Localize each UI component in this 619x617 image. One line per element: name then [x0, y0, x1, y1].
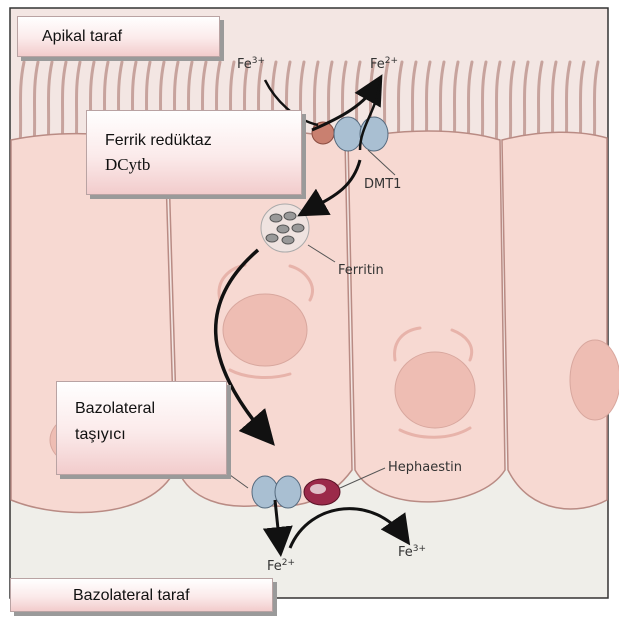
basolateral-transporter-line1: Bazolateral [75, 396, 226, 422]
nucleus-center [223, 294, 307, 366]
cell-right [502, 132, 607, 509]
basolateral-side-text: Bazolateral taraf [73, 587, 190, 604]
nucleus-far-right [570, 340, 619, 420]
ferric-reductase-callout: Ferrik redüktaz DCytb [86, 110, 302, 195]
basolateral-side-callout: Bazolateral taraf [10, 578, 273, 612]
nucleus-right [395, 352, 475, 428]
ferritin-label: Ferritin [338, 263, 384, 278]
apical-side-callout: Apikal taraf [17, 16, 220, 57]
dmt1-left-lobe [334, 117, 362, 151]
ferroportin-right-lobe [275, 476, 301, 508]
basolateral-transporter-callout: Bazolateral taşıyıcı [56, 381, 227, 475]
dmt1-right-lobe [360, 117, 388, 151]
dcytb-text: DCytb [105, 153, 301, 177]
hephaestin-label: Hephaestin [388, 460, 462, 475]
apical-side-text: Apikal taraf [42, 28, 122, 45]
basolateral-transporter-line2: taşıyıcı [75, 422, 226, 448]
ferritin-cluster [261, 204, 309, 252]
dmt1-label: DMT1 [364, 177, 401, 192]
ferric-reductase-text: Ferrik redüktaz [105, 129, 301, 153]
